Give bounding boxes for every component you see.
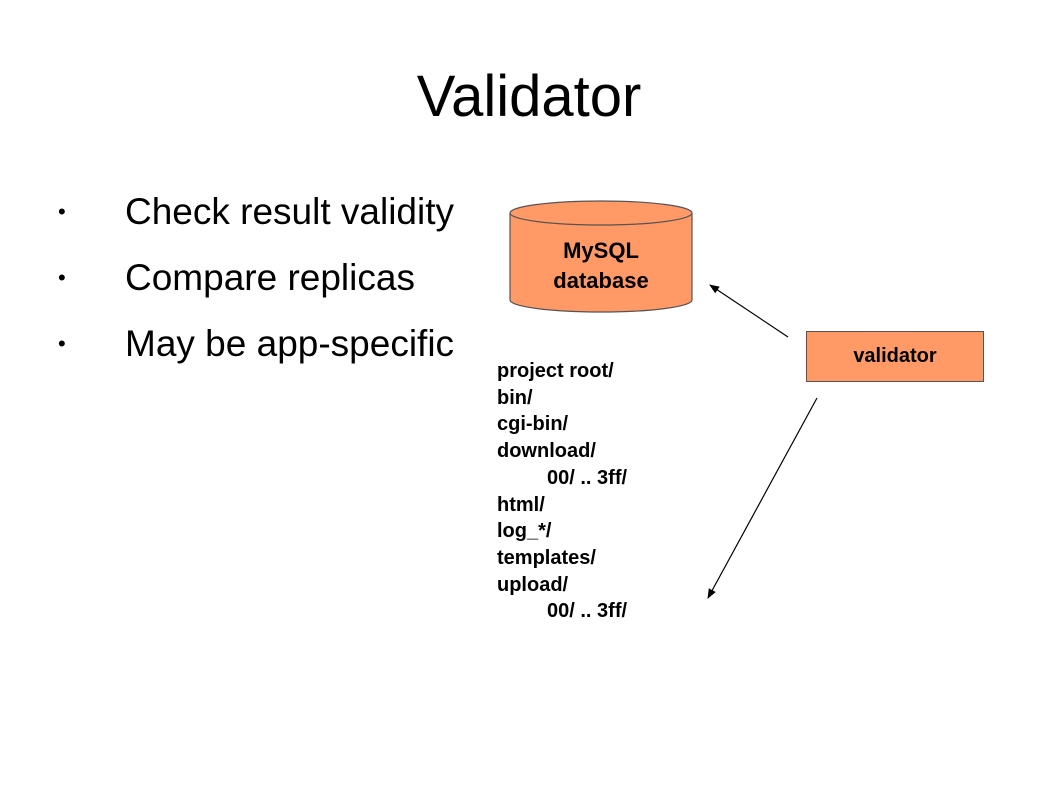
- validator-box: validator: [806, 331, 984, 382]
- directory-entry: upload/: [497, 573, 569, 596]
- directory-entry: 00/ .. 3ff/: [547, 466, 628, 489]
- database-label-line2: database: [553, 268, 649, 293]
- arrow-validator-to-database: [709, 284, 789, 338]
- slide-title: Validator: [416, 64, 642, 129]
- bullet-dot-icon: •: [58, 331, 66, 356]
- directory-entry: log_*/: [497, 520, 552, 543]
- database-cylinder-icon: [509, 200, 693, 313]
- bullet-dot-icon: •: [58, 199, 66, 224]
- directory-entry: project root/: [497, 360, 614, 382]
- database-label: MySQL database: [510, 236, 692, 296]
- directory-entry: templates/: [497, 546, 596, 569]
- bullet-text: May be app-specific: [125, 323, 455, 364]
- arrow-validator-to-directory: [707, 397, 818, 599]
- bullet-dot-icon: •: [58, 265, 66, 290]
- directory-entry: html/: [497, 493, 545, 516]
- bullet-text: Check result validity: [125, 191, 455, 232]
- directory-tree: project root/ bin/ cgi-bin/ download/ 00…: [497, 358, 627, 625]
- directory-entry: download/: [497, 440, 596, 463]
- database-label-line1: MySQL: [563, 238, 639, 263]
- directory-entry: bin/: [497, 386, 533, 409]
- directory-entry: cgi-bin/: [497, 413, 569, 436]
- bullet-text: Compare replicas: [125, 257, 415, 298]
- directory-entry: 00/ .. 3ff/: [547, 600, 628, 623]
